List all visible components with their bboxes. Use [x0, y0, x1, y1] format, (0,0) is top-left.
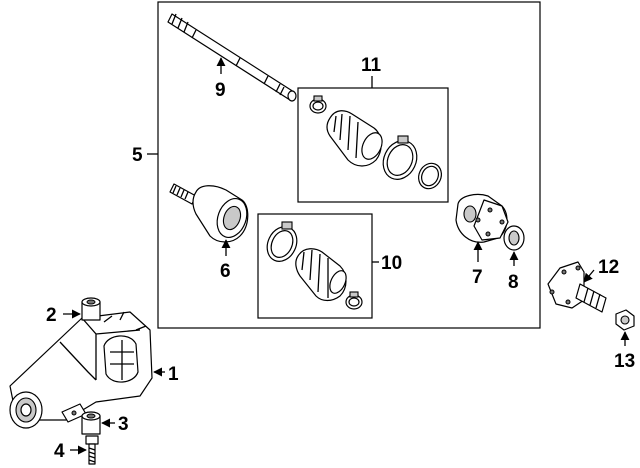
axle-assembly-box [157, 1, 541, 329]
callout-9: 9 [215, 80, 226, 101]
callout-11: 11 [361, 55, 382, 76]
inner-boot-kit-box [257, 213, 373, 319]
callout-12: 12 [598, 257, 619, 278]
callout-6: 6 [220, 261, 231, 282]
differential-housing[interactable] [9, 311, 153, 429]
cv-joint[interactable] [169, 183, 252, 243]
leader-lines [63, 57, 630, 455]
washer[interactable] [503, 225, 525, 251]
callout-2: 2 [46, 305, 57, 326]
outer-boot-kit-box [297, 87, 449, 203]
mount-bushing-upper[interactable] [81, 297, 101, 321]
callout-8: 8 [508, 272, 519, 293]
callout-1: 1 [168, 364, 179, 385]
inner-boot-kit[interactable] [262, 221, 363, 310]
callout-4: 4 [54, 441, 65, 462]
outer-boot-kit[interactable] [309, 95, 445, 192]
bearing-housing[interactable] [455, 193, 509, 243]
hub-flange[interactable] [547, 261, 607, 313]
mount-bolt[interactable] [85, 435, 99, 465]
callout-10: 10 [381, 253, 402, 274]
callout-13: 13 [614, 351, 635, 372]
mount-bushing-lower[interactable] [81, 411, 101, 435]
axle-shaft[interactable] [167, 13, 297, 102]
callout-7: 7 [472, 267, 483, 288]
callout-5: 5 [132, 145, 143, 166]
callout-3: 3 [118, 414, 129, 435]
axle-nut[interactable] [615, 309, 635, 331]
